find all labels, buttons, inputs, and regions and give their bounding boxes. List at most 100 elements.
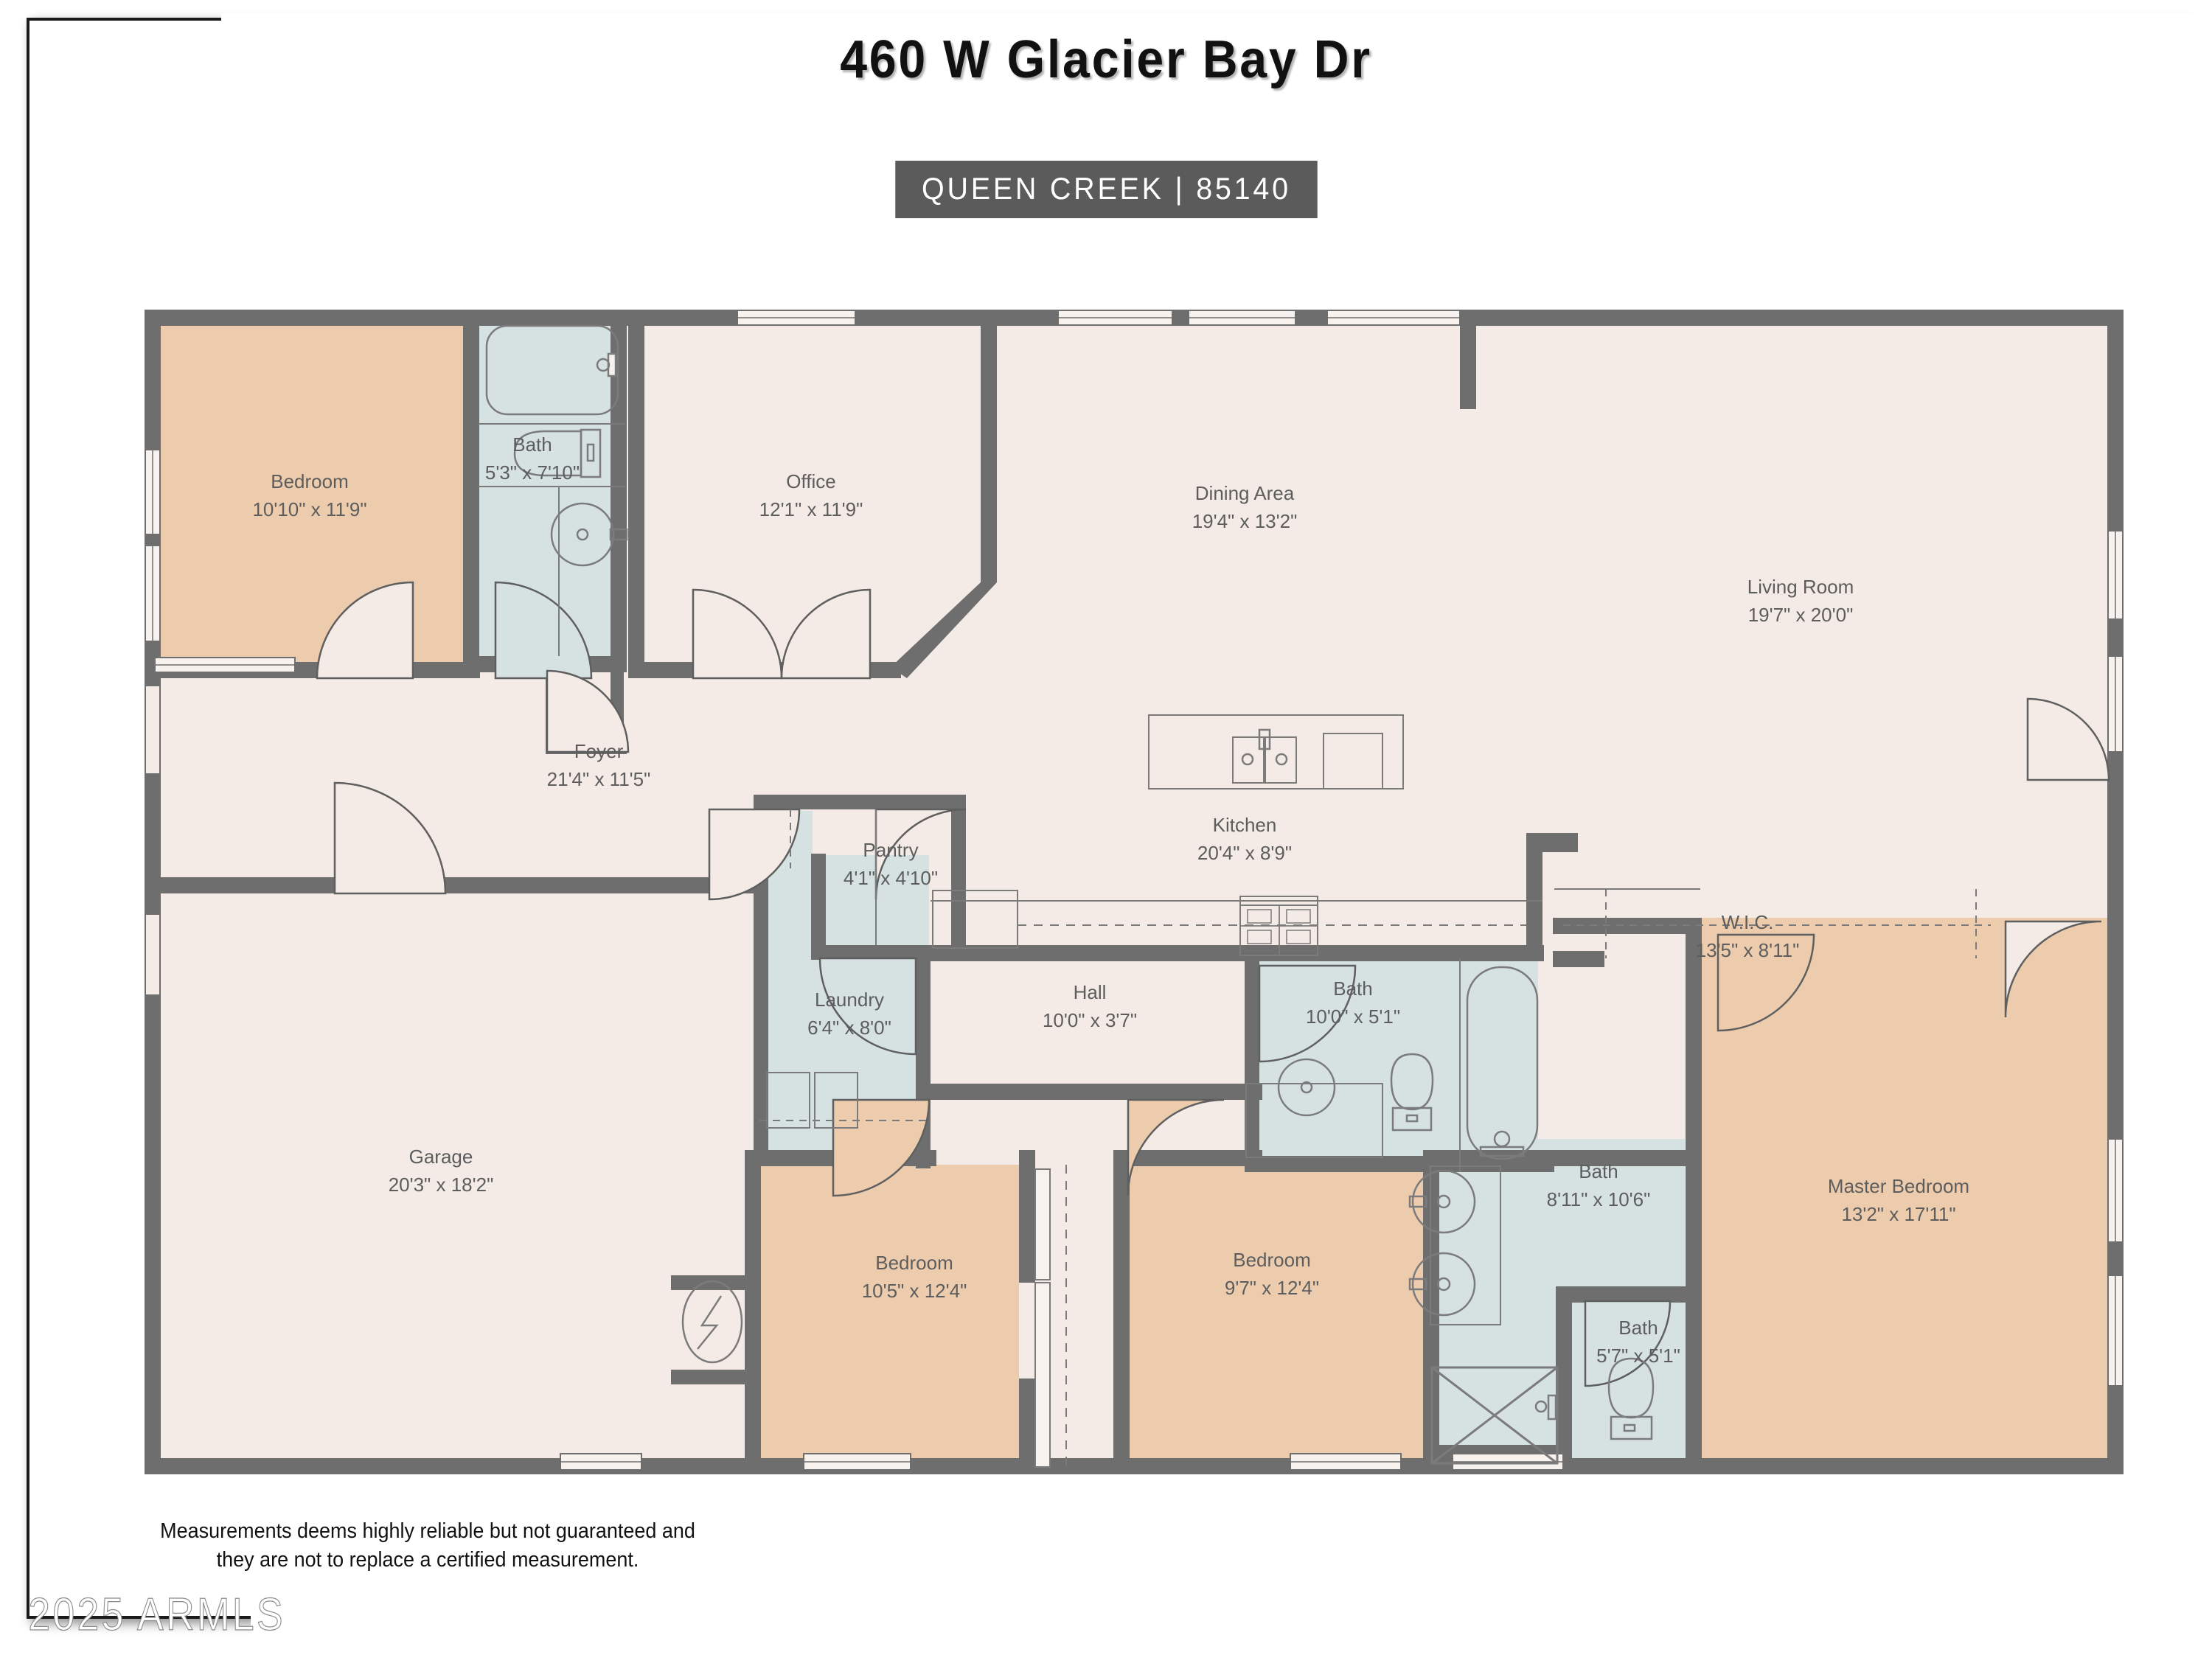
room-name: Hall bbox=[1074, 981, 1107, 1003]
room-name: Dining Area bbox=[1195, 482, 1295, 504]
room-label-living-room: Living Room 19'7" x 20'0" bbox=[1747, 576, 1854, 626]
room-dimensions: 4'1" x 4'10" bbox=[844, 867, 938, 889]
wall-bedroom-front-right bbox=[463, 310, 479, 678]
wall-exterior-bottom bbox=[145, 1458, 2124, 1474]
room-name: Bath bbox=[1579, 1160, 1618, 1182]
door-closet-front bbox=[546, 669, 630, 753]
door-pantry-left bbox=[708, 808, 801, 901]
fill-bedroom-mid2 bbox=[1128, 1165, 1430, 1463]
wall-kitchen-jut bbox=[1526, 840, 1543, 951]
door-living-right bbox=[2026, 697, 2110, 781]
window-left-foyer-a bbox=[145, 685, 161, 775]
room-label-dining-area: Dining Area 19'4" x 13'2" bbox=[1192, 482, 1298, 532]
fixtures bbox=[478, 324, 1991, 1468]
location-badge: QUEEN CREEK | 85140 bbox=[894, 161, 1318, 218]
room-name: Kitchen bbox=[1213, 814, 1277, 836]
wall-smallbath-left bbox=[1556, 1286, 1572, 1467]
room-label-bath-small: Bath 5'7" x 5'1" bbox=[1596, 1317, 1680, 1367]
wall-smallbath-top bbox=[1556, 1286, 1696, 1303]
room-dimensions: 13'2" x 17'11" bbox=[1841, 1203, 1955, 1225]
counter-left-kitchen bbox=[932, 890, 1018, 949]
room-name: Bath bbox=[1618, 1317, 1658, 1339]
room-dimensions: 12'1" x 11'9" bbox=[759, 498, 863, 520]
electrical-panel bbox=[681, 1280, 743, 1364]
door-bath-front bbox=[494, 581, 593, 680]
fill-bedroom-front bbox=[147, 318, 466, 671]
room-label-kitchen: Kitchen 20'4" x 8'9" bbox=[1197, 814, 1292, 864]
room-label-wic: W.I.C. 13'5" x 8'11" bbox=[1696, 911, 1800, 961]
room-name: Garage bbox=[409, 1146, 473, 1168]
room-dimensions: 21'4" x 11'5" bbox=[547, 768, 651, 790]
room-dimensions: 6'4" x 8'0" bbox=[807, 1017, 891, 1039]
door-bath-hall bbox=[1258, 964, 1357, 1063]
wall-master-left bbox=[1686, 918, 1702, 1467]
wall-office-left bbox=[628, 310, 644, 677]
wall-wic-bottom bbox=[1553, 918, 1700, 934]
room-dimensions: 19'7" x 20'0" bbox=[1748, 604, 1854, 626]
toilet-hall-bath bbox=[1390, 1053, 1434, 1111]
room-name: Living Room bbox=[1747, 576, 1854, 598]
kitchen-island bbox=[1148, 714, 1404, 790]
wall-bed1-right bbox=[1019, 1150, 1035, 1283]
room-label-office: Office 12'1" x 11'9" bbox=[759, 470, 863, 520]
window-left-garage bbox=[145, 913, 161, 996]
room-label-bath-hall: Bath 10'0" x 5'1" bbox=[1306, 977, 1400, 1028]
room-label-bath-master: Bath 8'11" x 10'6" bbox=[1547, 1160, 1651, 1210]
room-dimensions: 20'3" x 18'2" bbox=[389, 1174, 494, 1196]
sink-front-bath bbox=[550, 502, 615, 567]
wall-mbath-top bbox=[1423, 1150, 1688, 1166]
disclaimer-line-2: they are not to replace a certified meas… bbox=[216, 1548, 639, 1572]
sink-hall-bath bbox=[1277, 1058, 1336, 1117]
wall-garage-box-bottom bbox=[671, 1370, 754, 1384]
room-label-laundry: Laundry 6'4" x 8'0" bbox=[807, 989, 891, 1039]
wall-hall-bottom bbox=[931, 1084, 1262, 1100]
dryer bbox=[814, 1072, 858, 1129]
door-pantry-right bbox=[874, 808, 967, 900]
wall-wic-left bbox=[1553, 951, 1604, 967]
door-small-bath bbox=[1584, 1300, 1672, 1387]
wall-bed2-top bbox=[1130, 1150, 1262, 1166]
subtitle-container: QUEEN CREEK | 85140 bbox=[0, 161, 2212, 218]
wall-kitchen-bottom bbox=[931, 945, 1544, 961]
room-name: Office bbox=[786, 470, 835, 492]
room-name: Bedroom bbox=[1233, 1249, 1311, 1271]
wall-pantry-inner-left bbox=[811, 854, 826, 957]
room-dimensions: 13'5" x 8'11" bbox=[1696, 939, 1800, 961]
kitchen-counter-right bbox=[1323, 733, 1383, 790]
room-label-hall: Hall 10'0" x 3'7" bbox=[1043, 981, 1137, 1031]
room-dimensions: 5'3" x 7'10" bbox=[485, 461, 580, 484]
room-dimensions: 20'4" x 8'9" bbox=[1197, 842, 1292, 864]
room-label-foyer: Foyer 21'4" x 11'5" bbox=[547, 740, 651, 790]
door-office-right bbox=[780, 588, 872, 680]
room-label-bedroom-mid1: Bedroom 10'5" x 12'4" bbox=[862, 1252, 967, 1302]
door-master-entry bbox=[1717, 933, 1815, 1032]
room-name: Master Bedroom bbox=[1828, 1175, 1969, 1197]
room-dimensions: 10'0" x 5'1" bbox=[1306, 1005, 1400, 1028]
door-foyer-entry bbox=[333, 781, 447, 895]
wall-closet-between-left bbox=[1019, 1150, 1035, 1172]
room-name: Bath bbox=[512, 433, 552, 456]
room-name: Laundry bbox=[815, 989, 884, 1011]
room-name: Bedroom bbox=[271, 470, 349, 492]
frame-mask-right bbox=[2116, 13, 2212, 1665]
tub-front-bath bbox=[485, 324, 619, 416]
toilet-front-bath bbox=[513, 430, 582, 477]
room-labels: Bedroom 10'10" x 11'9" Bath 5'3" x 7'10"… bbox=[252, 433, 1969, 1367]
disclaimer: Measurements deems highly reliable but n… bbox=[30, 1517, 826, 1575]
wall-office-right bbox=[981, 310, 997, 582]
room-name: Bedroom bbox=[875, 1252, 953, 1274]
wall-bed1-right-b bbox=[1019, 1379, 1035, 1467]
room-name: Pantry bbox=[863, 839, 918, 861]
wall-dining-jut bbox=[1460, 310, 1476, 409]
sink-master-a bbox=[1411, 1169, 1476, 1234]
wall-bed1-left bbox=[745, 1150, 761, 1467]
frame-mask-top bbox=[221, 13, 2212, 65]
wall-kitchen-jut-top bbox=[1526, 833, 1578, 852]
armls-watermark: 2025 ARMLS bbox=[28, 1589, 285, 1640]
room-label-pantry: Pantry 4'1" x 4'10" bbox=[844, 839, 938, 889]
room-label-bath-front: Bath 5'3" x 7'10" bbox=[485, 433, 580, 484]
wall-garage-top bbox=[145, 877, 757, 893]
wall-bath-hall-left bbox=[1245, 958, 1259, 1172]
room-label-master-bedroom: Master Bedroom 13'2" x 17'11" bbox=[1828, 1175, 1969, 1225]
